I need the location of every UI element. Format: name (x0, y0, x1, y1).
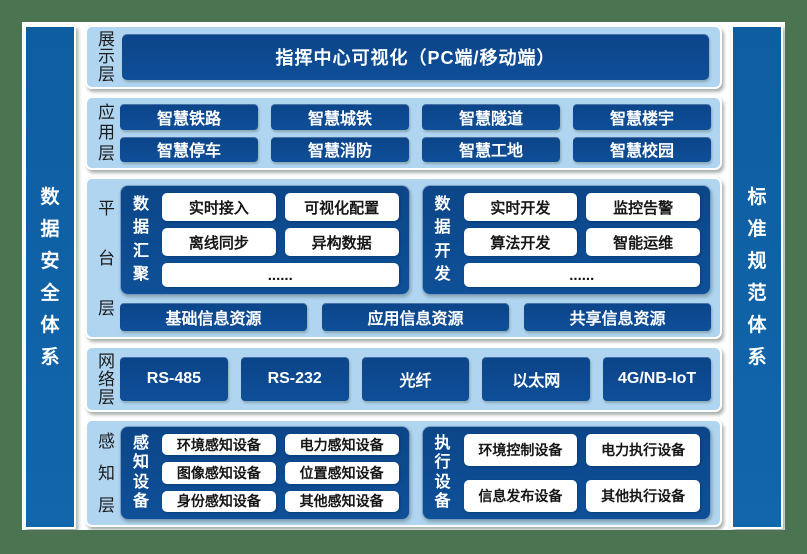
device-block: 位置感知设备 (284, 462, 399, 484)
group-label: 执行设备 (434, 434, 451, 511)
command-center-banner: 指挥中心可视化（PC端/移动端） (122, 34, 709, 80)
network-block: RS-232 (240, 357, 349, 401)
data-security-pillar: 数据安全体系 (24, 25, 76, 529)
device-block: 环境控制设备 (463, 434, 578, 466)
feature-block-ellipsis: ...... (463, 263, 700, 287)
layer-panel-application: 应用层 智慧铁路 智慧城铁 智慧隧道 智慧楼宇 智慧停车 智慧消防 智慧工地 智… (85, 96, 722, 170)
device-block: 其他感知设备 (284, 490, 399, 512)
layer-label-platform: 平台层 (98, 198, 115, 318)
network-block: 光纤 (361, 357, 470, 401)
application-grid: 智慧铁路 智慧城铁 智慧隧道 智慧楼宇 智慧停车 智慧消防 智慧工地 智慧校园 (120, 102, 711, 164)
feature-block-ellipsis: ...... (162, 263, 399, 287)
platform-groups: 数据汇聚 实时接入 可视化配置 离线同步 异构数据 ...... 数据开发 实时… (120, 185, 711, 295)
layer-panel-display: 展示层 指挥中心可视化（PC端/移动端） (85, 25, 722, 89)
layer-label-perception: 感知层 (98, 431, 115, 515)
group-grid: 实时开发 监控告警 算法开发 智能运维 ...... (463, 193, 700, 287)
group-label: 感知设备 (132, 434, 149, 511)
device-block: 身份感知设备 (162, 490, 276, 512)
network-block: 4G/NB-IoT (603, 357, 711, 401)
feature-block: 智能运维 (586, 228, 700, 256)
feature-block: 监控告警 (586, 193, 700, 221)
sensing-devices-group: 感知设备 环境感知设备 电力感知设备 图像感知设备 位置感知设备 身份感知设备 … (120, 426, 410, 520)
execution-devices-group: 执行设备 环境控制设备 电力执行设备 信息发布设备 其他执行设备 (421, 426, 711, 520)
network-block: RS-485 (120, 357, 228, 401)
data-aggregation-group: 数据汇聚 实时接入 可视化配置 离线同步 异构数据 ...... (120, 185, 410, 295)
feature-block: 离线同步 (162, 228, 276, 256)
feature-block: 异构数据 (284, 228, 399, 256)
app-block: 智慧消防 (271, 136, 409, 162)
feature-block: 算法开发 (463, 228, 578, 256)
layer-label-application: 应用层 (98, 102, 115, 164)
resource-block: 共享信息资源 (524, 303, 711, 331)
data-development-group: 数据开发 实时开发 监控告警 算法开发 智能运维 ...... (421, 185, 711, 295)
network-block: 以太网 (482, 357, 591, 401)
feature-block: 实时接入 (162, 193, 276, 221)
app-block: 智慧校园 (573, 136, 711, 162)
app-block: 智慧铁路 (120, 104, 258, 130)
device-block: 其他执行设备 (586, 480, 700, 512)
layer-label-display: 展示层 (98, 30, 115, 84)
resource-block: 应用信息资源 (322, 303, 509, 331)
feature-block: 实时开发 (463, 193, 578, 221)
feature-block: 可视化配置 (284, 193, 399, 221)
app-block: 智慧隧道 (422, 104, 560, 130)
device-block: 信息发布设备 (463, 480, 578, 512)
layer-panel-perception: 感知层 感知设备 环境感知设备 电力感知设备 图像感知设备 位置感知设备 身份感… (85, 419, 722, 527)
device-block: 图像感知设备 (162, 462, 276, 484)
group-grid: 环境感知设备 电力感知设备 图像感知设备 位置感知设备 身份感知设备 其他感知设… (162, 434, 399, 512)
app-block: 智慧工地 (422, 136, 560, 162)
app-block: 智慧停车 (120, 136, 258, 162)
app-block: 智慧城铁 (271, 104, 409, 130)
group-label: 数据开发 (434, 195, 451, 284)
group-grid: 实时接入 可视化配置 离线同步 异构数据 ...... (162, 193, 399, 287)
device-block: 环境感知设备 (162, 434, 276, 456)
group-label: 数据汇聚 (132, 195, 149, 284)
network-row: RS-485 RS-232 光纤 以太网 4G/NB-IoT (120, 352, 711, 406)
layer-panel-platform: 平台层 数据汇聚 实时接入 可视化配置 离线同步 异构数据 ...... (85, 177, 722, 339)
layer-stack: 展示层 指挥中心可视化（PC端/移动端） 应用层 智慧铁路 智慧城铁 智慧隧道 … (85, 24, 722, 528)
platform-content: 数据汇聚 实时接入 可视化配置 离线同步 异构数据 ...... 数据开发 实时… (120, 183, 711, 333)
layer-panel-network: 网络层 RS-485 RS-232 光纤 以太网 4G/NB-IoT (85, 346, 722, 412)
layer-label-network: 网络层 (98, 351, 115, 407)
standards-pillar: 标准规范体系 (731, 25, 783, 529)
device-block: 电力感知设备 (284, 434, 399, 456)
group-grid: 环境控制设备 电力执行设备 信息发布设备 其他执行设备 (463, 434, 700, 512)
perception-groups: 感知设备 环境感知设备 电力感知设备 图像感知设备 位置感知设备 身份感知设备 … (120, 425, 711, 521)
app-block: 智慧楼宇 (573, 104, 711, 130)
diagram-canvas: 数据安全体系 展示层 指挥中心可视化（PC端/移动端） 应用层 智慧铁路 智慧城… (22, 22, 785, 530)
resource-block: 基础信息资源 (120, 303, 307, 331)
device-block: 电力执行设备 (586, 434, 700, 466)
resource-row: 基础信息资源 应用信息资源 共享信息资源 (120, 303, 711, 331)
